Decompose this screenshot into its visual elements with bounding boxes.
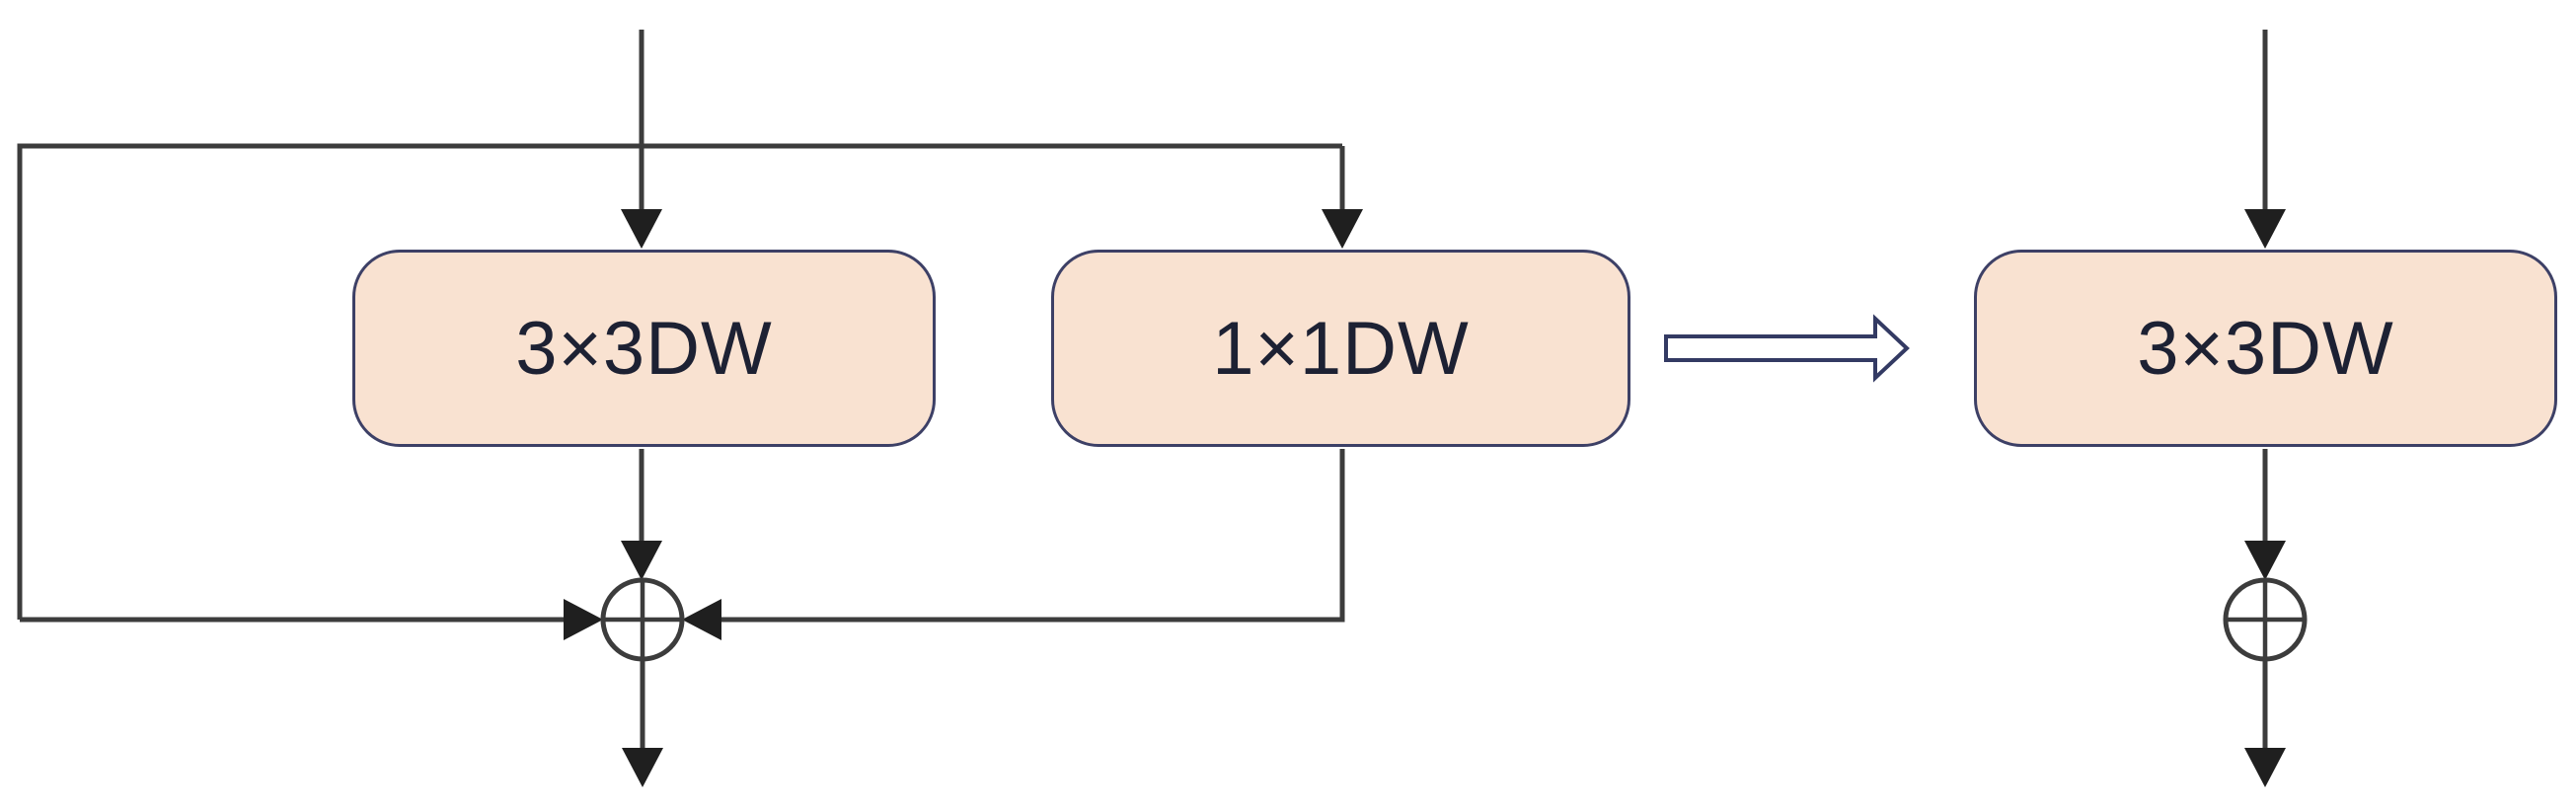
transform-arrow-icon: [1664, 314, 1910, 383]
conv1x1-output-line: [721, 449, 1345, 623]
conv3x3-branch-box-label: 3×3DW: [515, 306, 773, 391]
sum-icon-left: [600, 577, 685, 662]
sum-icon-right: [2223, 577, 2308, 662]
arrowhead-skip-to-sum: [564, 599, 603, 640]
arrowhead-conv3x3-to-sum: [621, 541, 662, 580]
conv1x1-branch-box-label: 1×1DW: [1212, 306, 1470, 391]
sum-plus-left: [603, 580, 682, 659]
arrowhead-output-right: [2244, 748, 2286, 787]
arrowhead-merged-to-sum: [2244, 541, 2286, 580]
conv1x1-branch-box: 1×1DW: [1051, 250, 1630, 447]
arrowhead-output-left: [622, 748, 663, 787]
skip-connection-line: [17, 143, 1342, 620]
arrowhead-into-conv1x1: [1322, 209, 1363, 249]
arrowhead-into-merged-conv: [2244, 209, 2286, 249]
conv3x3-merged-box: 3×3DW: [1974, 250, 2557, 447]
arrowhead-into-conv3x3: [621, 209, 662, 249]
conv3x3-merged-box-label: 3×3DW: [2137, 306, 2394, 391]
sum-plus-right: [2226, 580, 2305, 659]
conv3x3-branch-box: 3×3DW: [352, 250, 936, 447]
arrowhead-conv1x1-to-sum: [682, 599, 721, 640]
